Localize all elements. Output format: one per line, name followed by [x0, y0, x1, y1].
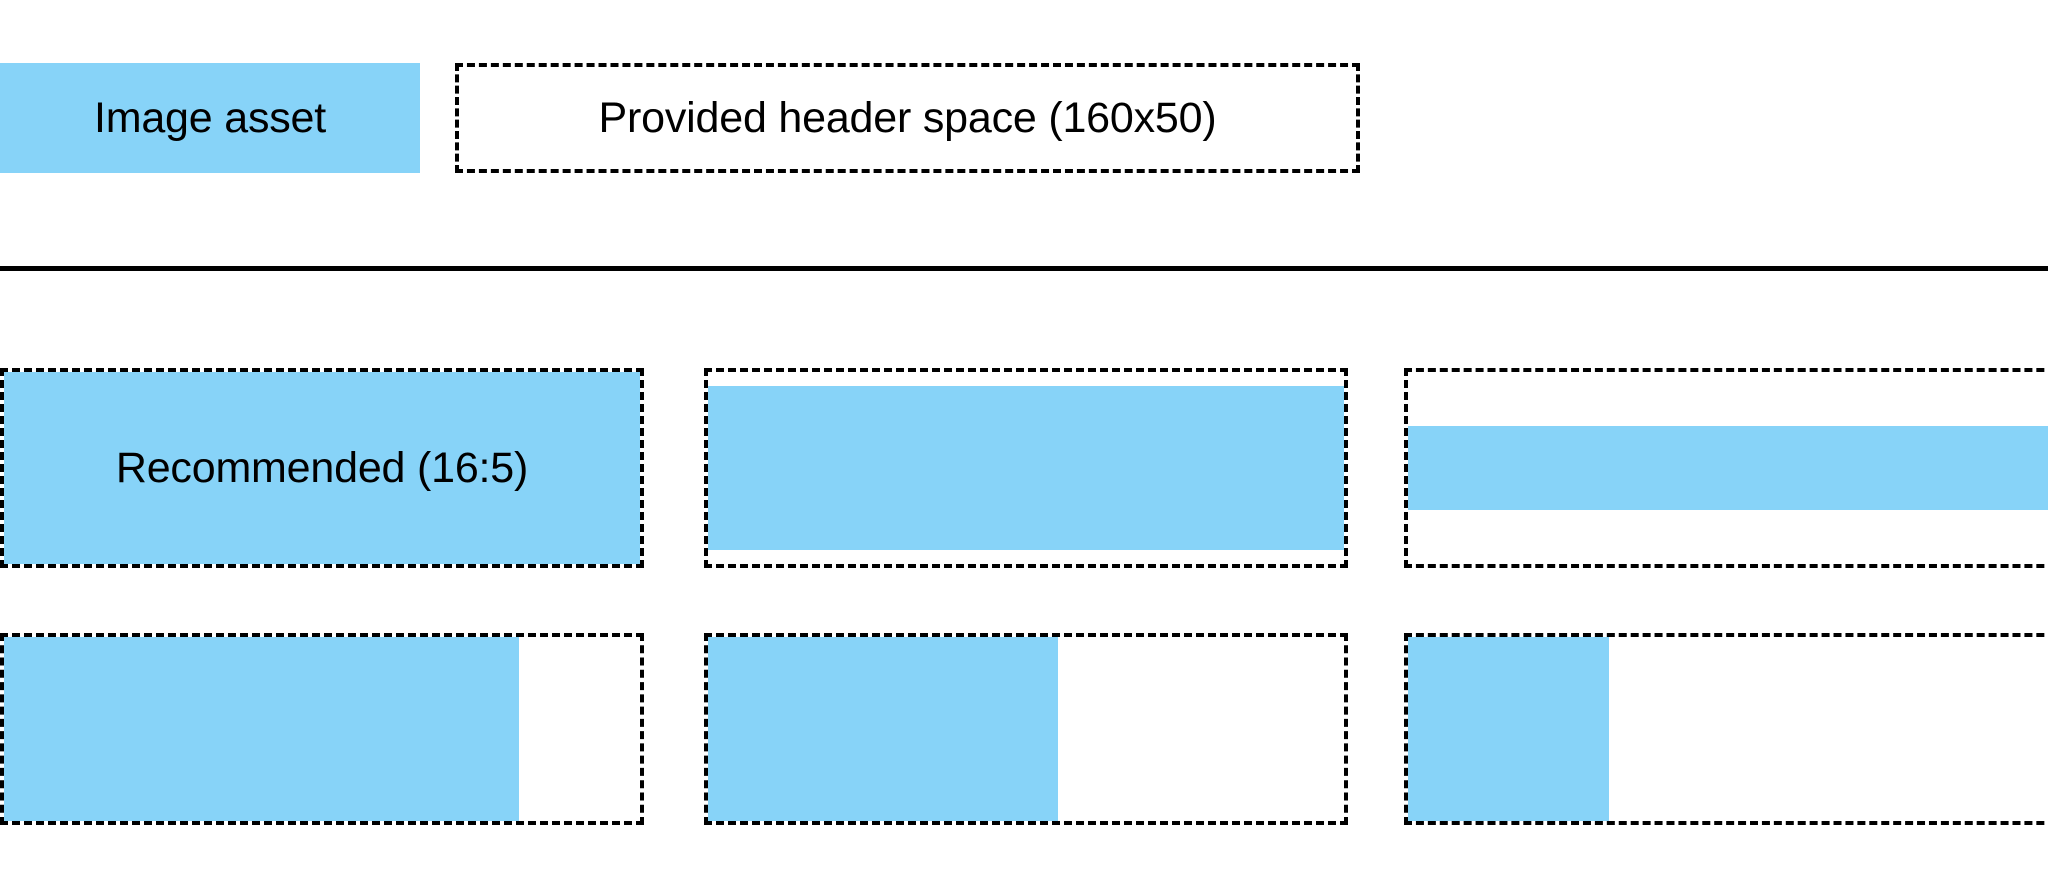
ratio-cell-taller-asset — [704, 368, 1348, 568]
asset-fill — [4, 372, 640, 564]
asset-fill — [708, 386, 1344, 550]
ratio-cell-wide-band — [1404, 368, 2048, 568]
provided-header-space-label: Provided header space (160x50) — [598, 93, 1217, 142]
asset-fill — [4, 637, 520, 821]
header-legend-row: Image asset Provided header space (160x5… — [0, 63, 2048, 173]
ratio-cell-narrow-29 — [1404, 633, 2048, 825]
asset-fill — [708, 637, 1058, 821]
recommended-ratio-cell: Recommended (16:5) — [0, 368, 644, 568]
ratio-cell-narrow-55 — [704, 633, 1348, 825]
asset-fill — [1408, 637, 1609, 821]
ratio-row-1: Recommended (16:5) — [0, 368, 2048, 568]
provided-header-space-box: Provided header space (160x50) — [455, 63, 1360, 173]
image-asset-swatch: Image asset — [0, 63, 420, 173]
section-divider — [0, 266, 2048, 271]
image-asset-label: Image asset — [93, 93, 327, 142]
asset-fill — [1408, 425, 2048, 511]
ratio-row-2 — [0, 633, 2048, 825]
ratio-cell-narrow-81 — [0, 633, 644, 825]
